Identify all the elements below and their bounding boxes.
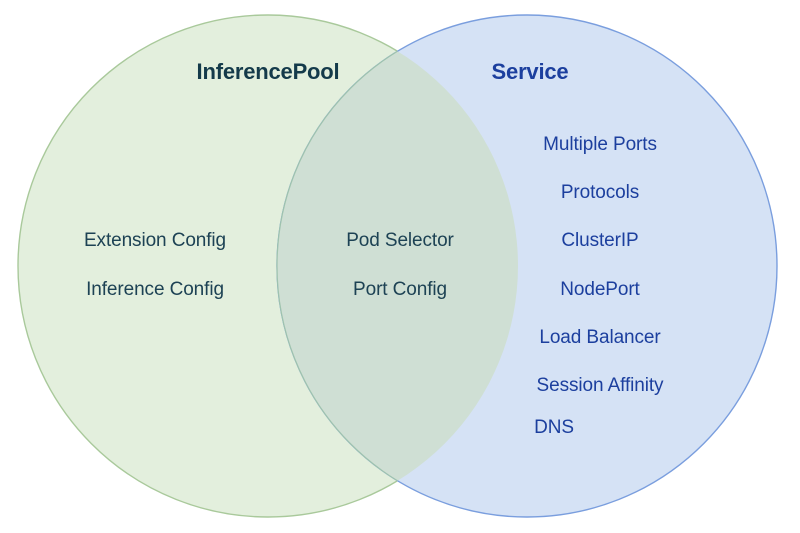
list-item: Inference Config	[86, 279, 224, 300]
list-item: Port Config	[353, 279, 447, 300]
set-title-inferencepool: InferencePool	[196, 59, 340, 84]
list-item: ClusterIP	[561, 230, 639, 251]
list-item: Session Affinity	[536, 375, 664, 396]
list-item: Extension Config	[83, 230, 227, 251]
list-item: NodePort	[560, 279, 640, 300]
list-item: DNS	[534, 417, 574, 438]
list-item: Pod Selector	[346, 230, 454, 251]
circle-overlap-region	[276, 15, 518, 517]
set-title-service: Service	[491, 59, 569, 84]
list-item: Multiple Ports	[543, 134, 657, 155]
list-item: Load Balancer	[539, 327, 661, 348]
list-item: Protocols	[560, 182, 640, 203]
